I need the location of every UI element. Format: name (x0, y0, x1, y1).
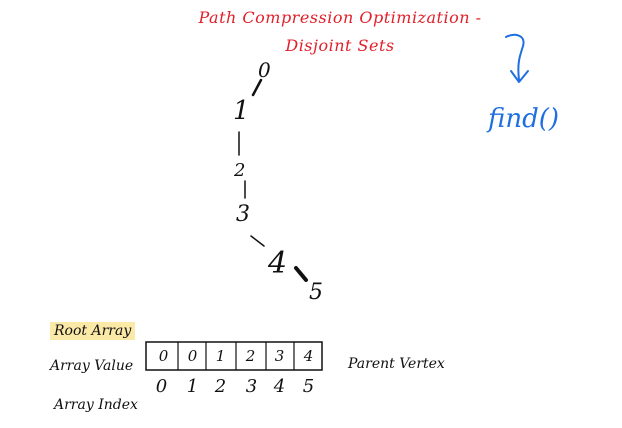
tree-node-3: 3 (236, 202, 250, 227)
array-index-4: 4 (273, 376, 286, 397)
find-note: find() (488, 104, 560, 134)
parent-vertex-label: Parent Vertex (348, 356, 445, 372)
array-cell-1: 0 (187, 347, 198, 365)
array-cell-0: 0 (158, 347, 169, 365)
array-cell-2: 1 (215, 347, 226, 365)
array-index-1: 1 (186, 376, 199, 397)
array-cell-5: 4 (303, 347, 314, 365)
array-box (145, 341, 323, 371)
down-arrow-icon (505, 33, 525, 81)
edge-0-1 (251, 78, 263, 97)
array-index-5: 5 (302, 376, 315, 397)
tree-node-1: 1 (233, 96, 250, 126)
edge-3-4 (250, 235, 265, 247)
array-cell-3: 2 (245, 347, 256, 365)
array-value-label: Array Value (50, 358, 134, 374)
arrow-head-icon (510, 70, 529, 83)
array-index-0: 0 (155, 376, 168, 397)
array-cell-4: 3 (274, 347, 285, 365)
array-index-2: 2 (214, 376, 227, 397)
tree-node-5: 5 (309, 280, 323, 305)
tree-node-4: 4 (268, 246, 288, 281)
array-index-3: 3 (245, 376, 258, 397)
title-line-2: Disjoint Sets (285, 36, 395, 55)
title-line-1: Path Compression Optimization - (198, 8, 482, 27)
array-index-label: Array Index (54, 397, 138, 413)
tree-node-0: 0 (258, 58, 271, 82)
tree-node-2: 2 (234, 160, 246, 181)
edge-4-5 (294, 266, 308, 282)
root-array-label: Root Array (50, 322, 136, 340)
